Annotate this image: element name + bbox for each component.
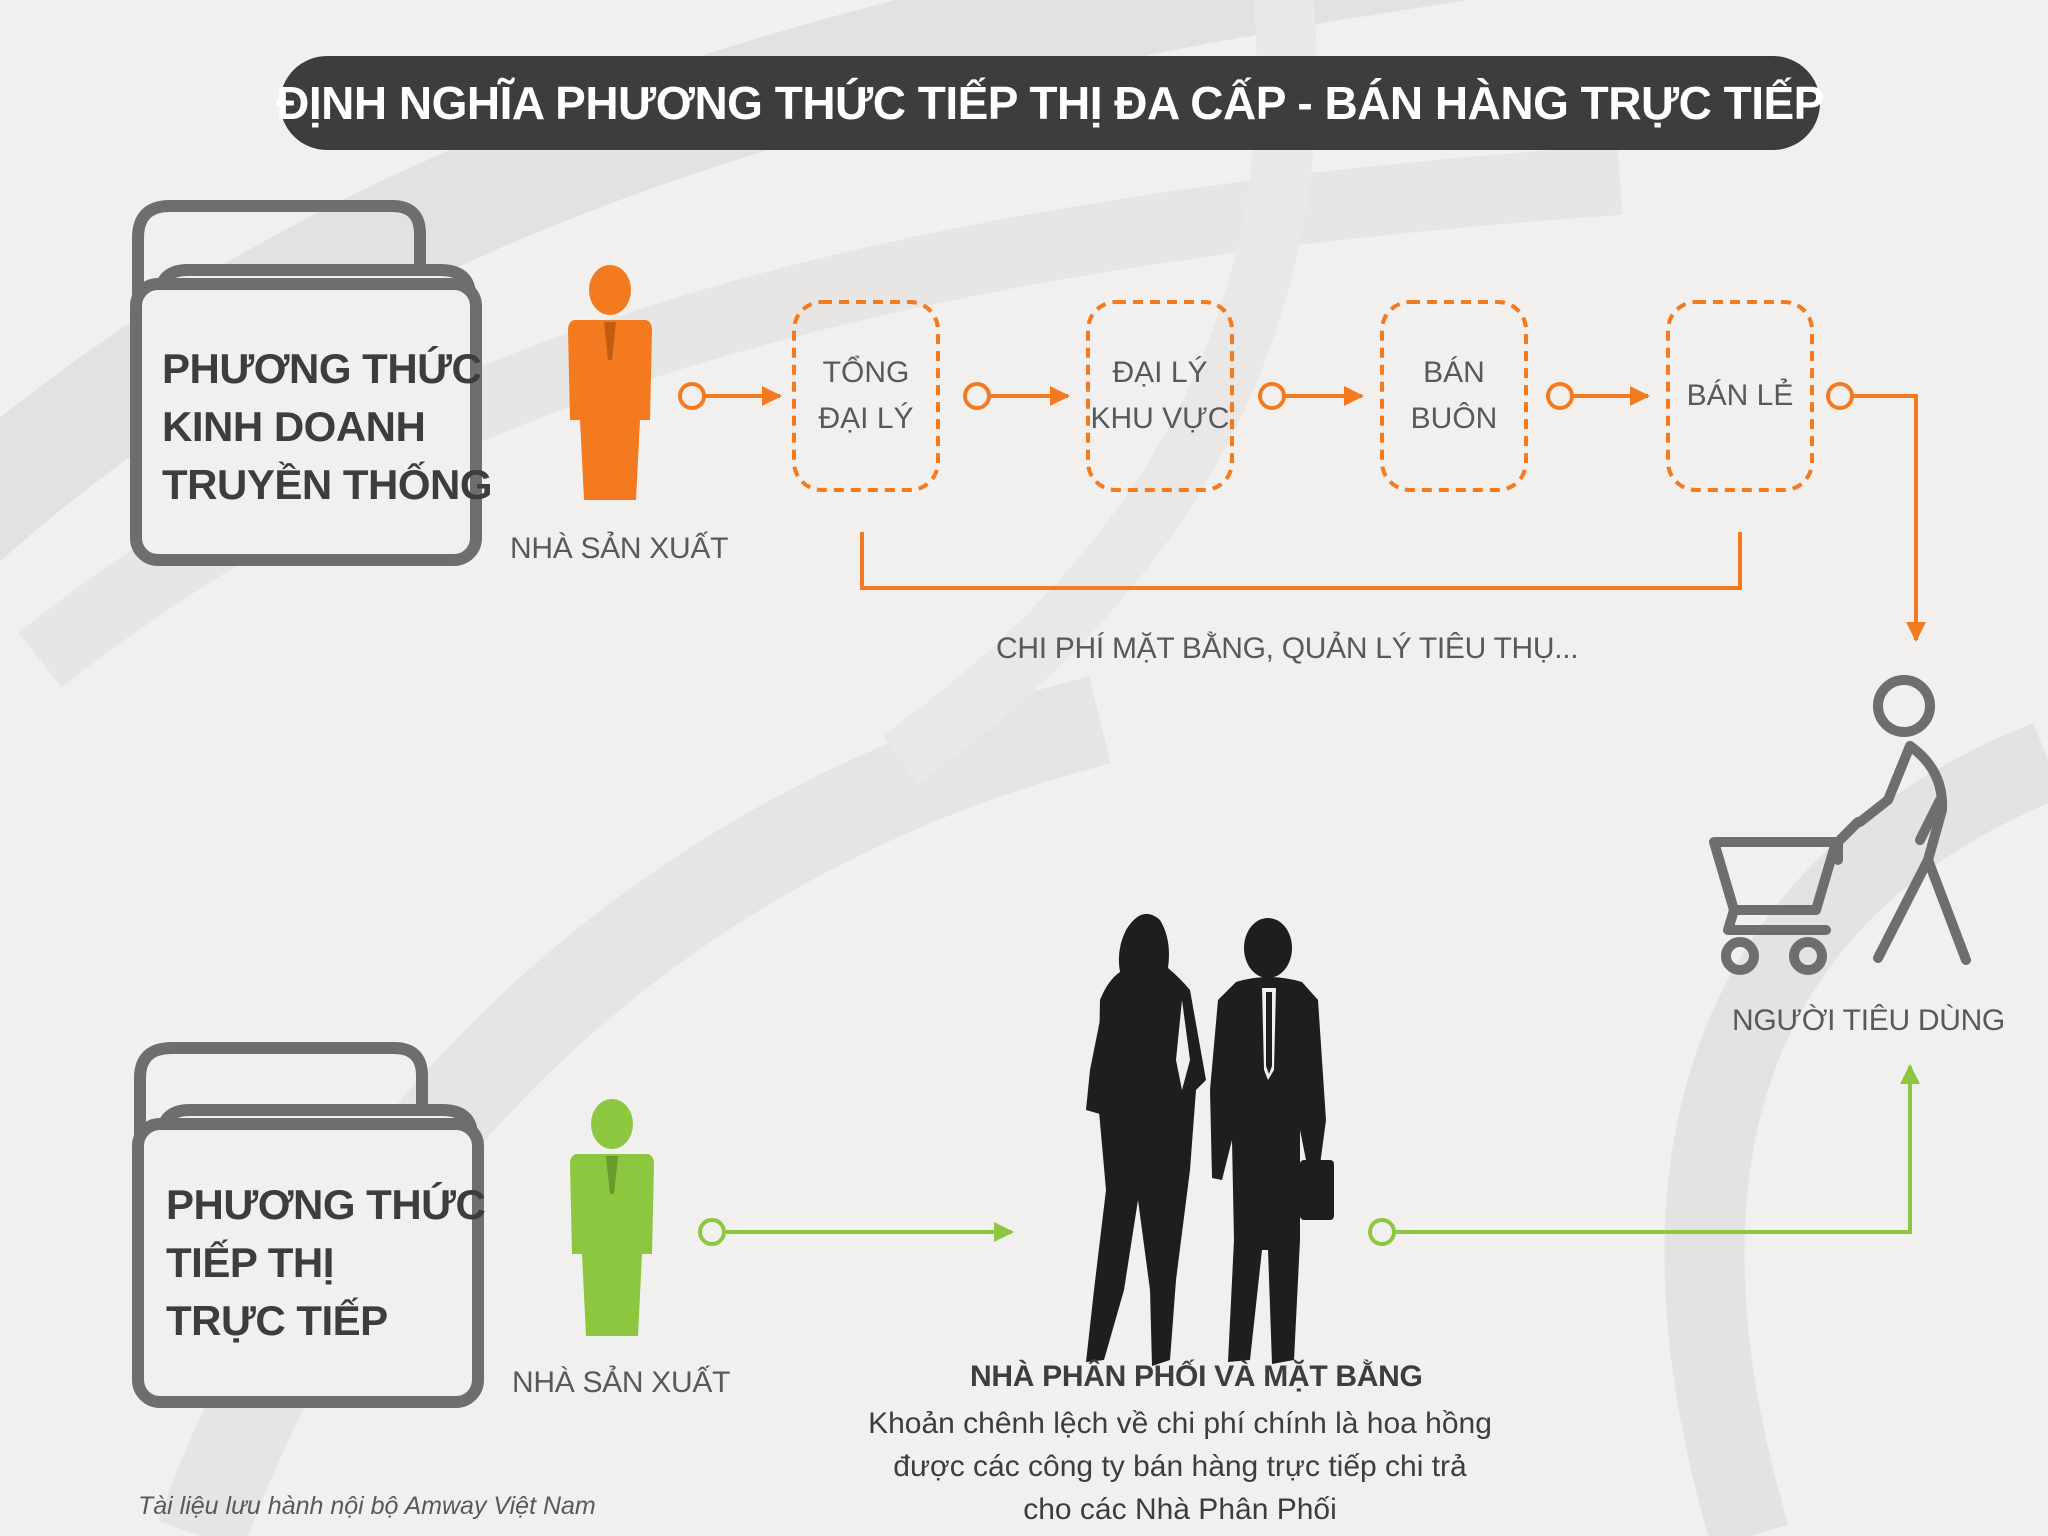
arrow-khu-vuc-to-ban-buon: [1258, 382, 1364, 410]
step-line: BÁN LẺ: [1686, 379, 1794, 412]
footnote: Tài liệu lưu hành nội bộ Amway Việt Nam: [138, 1492, 596, 1520]
folder-label-line: TRUYỀN THỐNG: [162, 461, 493, 508]
arrow-distributor-to-consumer: [1368, 1064, 1920, 1246]
consumer-label: NGƯỜI TIÊU DÙNG: [1732, 1004, 2005, 1037]
step-label-tong-dai-ly: TỔNG ĐẠI LÝ: [794, 302, 938, 490]
person-icon: [568, 265, 652, 500]
step-line: ĐẠI LÝ: [818, 402, 914, 435]
arrow-tong-dai-ly-to-khu-vuc: [963, 382, 1070, 410]
description-line: cho các Nhà Phân Phối: [1023, 1493, 1337, 1526]
distributor-title: NHÀ PHÂN PHỐI VÀ MẶT BẰNG: [970, 1360, 1423, 1393]
step-line: TỔNG: [822, 356, 910, 389]
arrow-producer-to-tong-dai-ly: [678, 382, 782, 410]
step-box-dai-ly-khu-vuc: [1086, 300, 1234, 492]
step-line: BÁN: [1423, 356, 1485, 389]
shopping-cart-person-icon: [1709, 675, 1971, 975]
description-line: Khoản chênh lệch về chi phí chính là hoa…: [868, 1407, 1492, 1440]
arrow-ban-buon-to-ban-le: [1546, 382, 1650, 410]
producer-label-traditional: NHÀ SẢN XUẤT: [510, 532, 729, 565]
step-box-ban-buon: [1380, 300, 1528, 492]
folder-label-line: PHƯƠNG THỨC: [166, 1181, 486, 1228]
step-line: ĐẠI LÝ: [1112, 356, 1208, 389]
step-line: BUÔN: [1410, 402, 1498, 435]
folder-label-line: PHƯƠNG THỨC: [162, 345, 482, 392]
folder-label-line: TIẾP THỊ: [166, 1239, 334, 1286]
step-line: KHU VỰC: [1090, 402, 1230, 435]
folder-icon-traditional: [130, 200, 482, 566]
title-bar: ĐỊNH NGHĨA PHƯƠNG THỨC TIẾP THỊ ĐA CẤP -…: [276, 56, 1824, 150]
distributor-description: Khoản chênh lệch về chi phí chính là hoa…: [840, 1402, 1520, 1531]
folder-label-line: TRỰC TIẾP: [166, 1297, 388, 1344]
page-title: ĐỊNH NGHĨA PHƯƠNG THỨC TIẾP THỊ ĐA CẤP -…: [276, 77, 1824, 129]
folder-icon-direct: [132, 1042, 484, 1408]
step-box-tong-dai-ly: [792, 300, 940, 492]
cost-bracket: [860, 532, 1742, 590]
step-label-dai-ly-khu-vuc: ĐẠI LÝ KHU VỰC: [1088, 302, 1232, 490]
step-box-ban-le: [1666, 300, 1814, 492]
step-label-ban-le: BÁN LẺ: [1668, 302, 1812, 490]
person-icon: [570, 1099, 654, 1336]
folder-label-line: KINH DOANH: [162, 403, 426, 450]
folder-label-traditional: PHƯƠNG THỨC KINH DOANH TRUYỀN THỐNG: [162, 340, 493, 514]
folder-label-direct: PHƯƠNG THỨC TIẾP THỊ TRỰC TIẾP: [166, 1176, 486, 1350]
producer-label-direct: NHÀ SẢN XUẤT: [512, 1366, 731, 1399]
arrow-producer-to-distributor: [698, 1218, 1014, 1246]
arrow-ban-le-to-consumer: [1826, 382, 1926, 642]
description-line: được các công ty bán hàng trực tiếp chi …: [893, 1450, 1467, 1483]
cost-note: CHI PHÍ MẶT BẰNG, QUẢN LÝ TIÊU THỤ...: [996, 632, 1579, 665]
business-people-icon: [1086, 913, 1334, 1366]
step-label-ban-buon: BÁN BUÔN: [1382, 302, 1526, 490]
